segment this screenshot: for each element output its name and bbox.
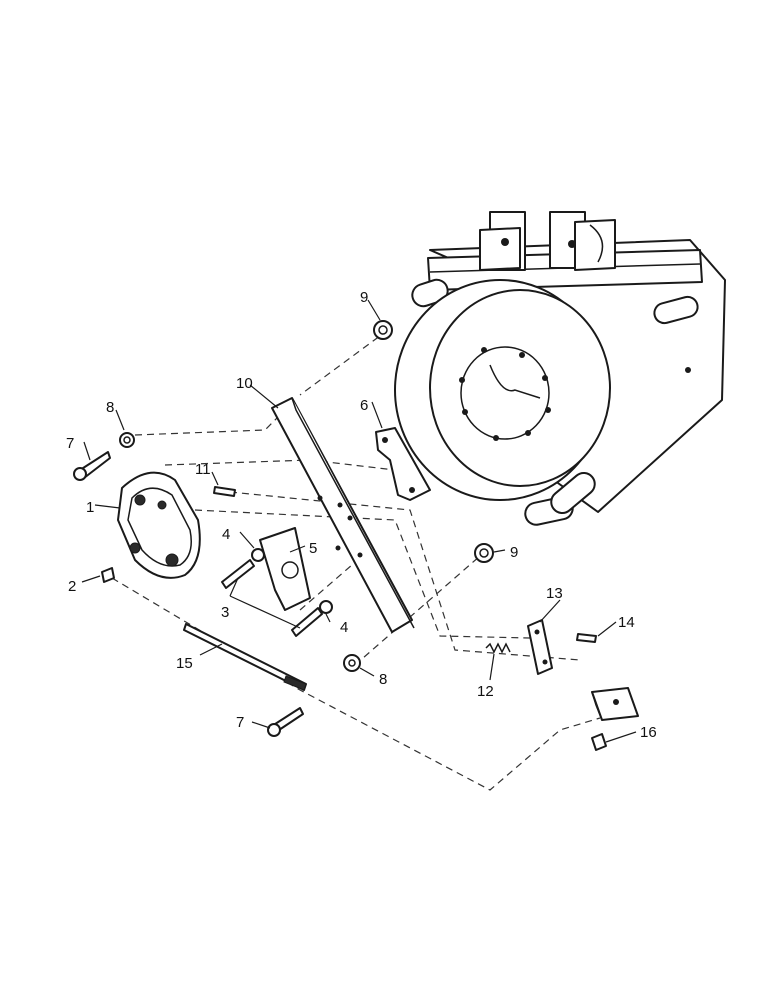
part-8-washer-lower — [343, 654, 361, 672]
part-4-nut-lower — [319, 600, 333, 614]
callout-14: 14 — [618, 614, 635, 631]
callout-5: 5 — [309, 540, 317, 557]
part-13-plate — [527, 619, 553, 675]
part-11-bolt — [213, 486, 236, 497]
callout-8-lower: 8 — [379, 671, 387, 688]
leader-lines — [81, 299, 637, 743]
part-9-washer-upper — [373, 320, 393, 340]
part-14-screw — [576, 633, 597, 643]
part-12-spring — [485, 642, 511, 654]
callout-4-upper: 4 — [222, 526, 230, 543]
part-15-rod — [183, 623, 307, 691]
disk-bolt-holes — [459, 347, 551, 441]
callout-16: 16 — [640, 724, 657, 741]
callout-2: 2 — [68, 578, 76, 595]
part-5-plate — [259, 527, 311, 611]
part-1-pump — [117, 471, 201, 579]
part-3-bolt-upper — [221, 559, 255, 589]
part-9-washer-lower — [474, 543, 494, 563]
part-7-bolt-upper — [73, 451, 111, 481]
part-2-nut — [101, 567, 115, 583]
housing-assembly — [394, 211, 726, 526]
callout-1: 1 — [86, 499, 94, 516]
part-4-nut-upper — [251, 548, 265, 562]
callout-7-upper: 7 — [66, 435, 74, 452]
callout-3: 3 — [221, 604, 229, 621]
callout-8-upper: 8 — [106, 399, 114, 416]
part-7-bolt-lower — [267, 707, 304, 737]
callout-10: 10 — [236, 375, 253, 392]
part-10-bar — [271, 397, 415, 633]
part-16-bracket — [591, 687, 639, 751]
part-8-washer-upper — [119, 432, 135, 448]
callout-4-lower: 4 — [340, 619, 348, 636]
callout-9-upper: 9 — [360, 289, 368, 306]
callout-9-lower: 9 — [510, 544, 518, 561]
callout-labels: 1 2 3 4 4 5 6 7 7 8 8 9 9 10 11 12 13 14… — [66, 289, 657, 741]
callout-11: 11 — [195, 461, 211, 478]
part-3-bolt-lower — [291, 607, 323, 637]
callout-7-lower: 7 — [236, 714, 244, 731]
part-6-bracket — [375, 427, 431, 501]
callout-13: 13 — [546, 585, 563, 602]
callout-6: 6 — [360, 397, 368, 414]
callout-12: 12 — [477, 683, 494, 700]
callout-15: 15 — [176, 655, 193, 672]
